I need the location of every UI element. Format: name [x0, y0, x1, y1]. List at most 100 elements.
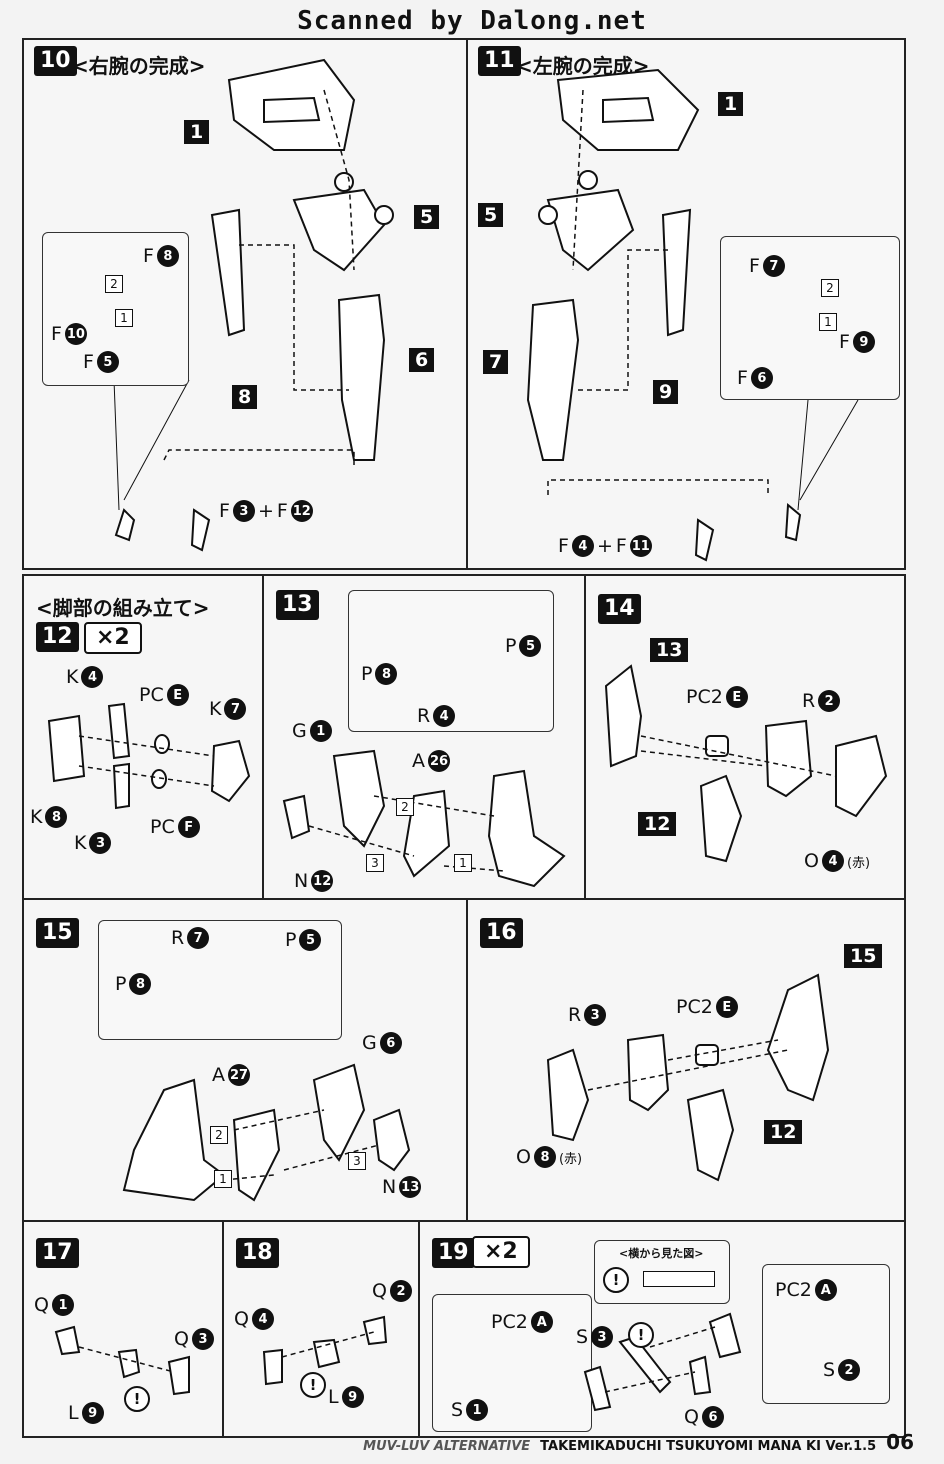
ref-part-7: 7 [483, 350, 509, 374]
ref-part-1: 1 [184, 120, 210, 144]
leg-parts-diagram [47, 702, 251, 810]
step-number: 17 [36, 1238, 79, 1268]
scanned-watermark: Scanned by Dalong.net [297, 6, 647, 36]
ref-part-12: 12 [638, 812, 677, 836]
seq-3: 3 [366, 854, 384, 872]
step-number: 10 [34, 46, 77, 76]
kit-title: TAKEMIKADUCHI TSUKUYOMI MANA KI Ver.1.5 [540, 1439, 877, 1454]
series-name: MUV-LUV ALTERNATIVE [363, 1439, 531, 1454]
caution-icon: ! [603, 1267, 629, 1293]
seq-1: 1 [819, 313, 837, 331]
side-view-drawing [643, 1271, 715, 1287]
ref-part-13: 13 [650, 638, 689, 662]
ref-part-8: 8 [232, 385, 258, 409]
step-number: 11 [478, 46, 521, 76]
caution-icon: ! [124, 1386, 150, 1412]
leg-parts-diagram [604, 664, 888, 863]
page-footer: MUV-LUV ALTERNATIVE TAKEMIKADUCHI TSUKUY… [363, 1430, 914, 1454]
side-view-title: <横から見た図> [619, 1247, 704, 1260]
seq-1: 1 [454, 854, 472, 872]
multiplier-badge: ×2 [84, 622, 142, 654]
ref-part-6: 6 [409, 348, 435, 372]
seq-2: 2 [396, 798, 414, 816]
step-number: 19 [432, 1238, 475, 1268]
multiplier-badge: ×2 [472, 1236, 530, 1268]
step-number: 13 [276, 590, 319, 620]
arm-parts-diagram [113, 58, 394, 552]
seq-1: 1 [115, 309, 133, 327]
step-number: 12 [36, 622, 79, 652]
caution-icon: ! [300, 1372, 326, 1398]
ref-part-9: 9 [653, 380, 679, 404]
step-number: 15 [36, 918, 79, 948]
ref-part-5: 5 [478, 203, 504, 227]
joint-parts-diagram [262, 1315, 388, 1386]
joint-parts-diagram [54, 1325, 190, 1396]
ref-part-15: 15 [844, 944, 883, 968]
seq-2: 2 [821, 279, 839, 297]
seq-2: 2 [210, 1126, 228, 1144]
ref-part-12: 12 [764, 1120, 803, 1144]
caution-icon: ! [628, 1322, 654, 1348]
seq-1: 1 [214, 1170, 232, 1188]
step-title: <右腕の完成> [72, 54, 206, 78]
ref-part-5: 5 [414, 205, 440, 229]
step-number: 14 [598, 594, 641, 624]
joint-parts-diagram [583, 1312, 742, 1412]
step-number: 18 [236, 1238, 279, 1268]
